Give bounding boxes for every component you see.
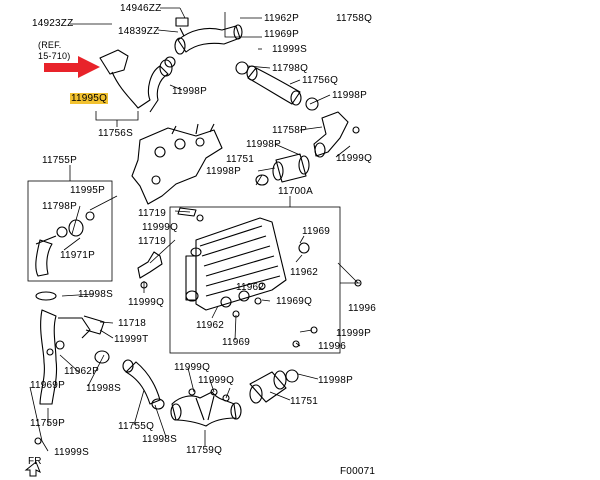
label-11995q-highlighted: 11995Q	[70, 93, 109, 104]
label-11751-a: 11751	[226, 154, 255, 165]
direction-label: FR	[28, 456, 42, 467]
intake-duct-11995q	[99, 49, 173, 113]
label-11962p-a: 11962P	[264, 13, 299, 24]
label-11995p: 11995P	[70, 185, 105, 196]
label-11798p: 11798P	[42, 201, 77, 212]
label-11962p-b: 11962P	[64, 366, 99, 377]
label-11998p-d: 11998P	[206, 166, 241, 177]
label-11719-a: 11719	[138, 208, 167, 219]
label-11999s-b: 11999S	[54, 447, 89, 458]
label-14923zz: 14923ZZ	[32, 18, 74, 29]
label-11700a: 11700A	[278, 186, 313, 197]
label-11999q-b: 11999Q	[142, 222, 179, 233]
label-11998p-e: 11998P	[318, 375, 353, 386]
label-11756q: 11756Q	[302, 75, 339, 86]
label-11758p: 11758P	[272, 125, 307, 136]
label-11755p: 11755P	[42, 155, 77, 166]
hose-11756q	[235, 61, 319, 111]
elbow-11758p	[313, 111, 360, 158]
label-11998s-c: 11998S	[142, 434, 177, 445]
label-11999q-c: 11999Q	[128, 297, 165, 308]
label-11996-b: 11996	[318, 341, 347, 352]
brackets-11719	[137, 207, 204, 289]
label-11999p: 11999P	[336, 328, 371, 339]
label-11998s-b: 11998S	[86, 383, 121, 394]
pointer-arrow	[44, 56, 100, 78]
ypipe-11759q	[170, 388, 242, 427]
label-11998p-a: 11998P	[172, 86, 207, 97]
label-11962-a: 11962	[290, 267, 319, 278]
label-11999s-a: 11999S	[272, 44, 307, 55]
label-11969-a: 11969	[302, 226, 331, 237]
label-11999t: 11999T	[114, 334, 149, 345]
group-box-11700a	[169, 206, 341, 354]
label-11756s: 11756S	[98, 128, 133, 139]
bracket-11758q	[224, 12, 262, 38]
label-11998p-b: 11998P	[332, 90, 367, 101]
label-11969p-b: 11969P	[30, 380, 65, 391]
label-11969-b: 11969	[222, 337, 251, 348]
figure-code: F00071	[340, 466, 376, 477]
pipe-11759p	[34, 291, 110, 445]
label-11759q: 11759Q	[186, 445, 223, 456]
ref-note-line1: (REF.	[38, 40, 62, 50]
label-11759p: 11759P	[30, 418, 65, 429]
label-11999q-a: 11999Q	[336, 153, 373, 164]
label-11996-a: 11996	[348, 303, 377, 314]
fr-arrow-icon	[24, 461, 41, 477]
label-11998s-a: 11998S	[78, 289, 113, 300]
label-11969p-a: 11969P	[264, 29, 299, 40]
label-11999q-e: 11999Q	[198, 375, 235, 386]
hose-11758q	[164, 17, 243, 68]
label-11719-b: 11719	[138, 236, 167, 247]
group-11755p-parts	[35, 211, 95, 277]
label-11798q: 11798Q	[272, 63, 309, 74]
label-11971p: 11971P	[60, 250, 95, 261]
label-11718: 11718	[118, 318, 147, 329]
label-11751-b: 11751	[290, 396, 319, 407]
label-11962-c: 11962	[196, 320, 225, 331]
label-11999q-d: 11999Q	[174, 362, 211, 373]
label-11962-b: 11962	[236, 282, 265, 293]
label-11998p-c: 11998P	[246, 139, 281, 150]
label-14839zz: 14839ZZ	[118, 26, 160, 37]
turbo-casting	[131, 123, 223, 205]
pipe-11751-upper	[255, 153, 310, 186]
pipe-11751-lower	[249, 369, 299, 404]
intercooler-core	[185, 217, 362, 348]
label-11755q: 11755Q	[118, 421, 155, 432]
hose-11755q	[122, 359, 165, 410]
bracket-11756s	[95, 111, 139, 121]
ref-note-line2: 15-710)	[38, 51, 71, 61]
label-14946zz: 14946ZZ	[120, 3, 162, 14]
label-11758q: 11758Q	[336, 13, 373, 24]
label-11969q: 11969Q	[276, 296, 313, 307]
